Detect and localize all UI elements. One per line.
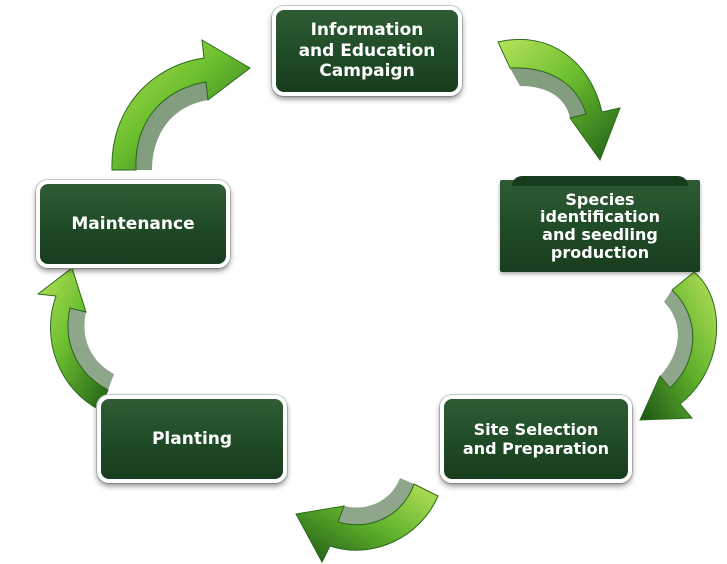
- step-label: Planting: [140, 429, 244, 449]
- step-label: Information and Education Campaign: [287, 20, 448, 81]
- label-line: Campaign: [319, 61, 415, 82]
- label-line: Planting: [151, 428, 233, 449]
- label-line: and seedling: [542, 225, 658, 244]
- step-maintenance: Maintenance: [36, 180, 230, 268]
- step-label: Maintenance: [59, 214, 206, 234]
- label-line: and Education: [298, 40, 436, 61]
- label-line: Maintenance: [71, 213, 195, 234]
- step-species-identification: Species identification and seedling prod…: [500, 176, 700, 272]
- label-line: Site Selection: [473, 419, 599, 439]
- step-information-education-campaign: Information and Education Campaign: [272, 6, 462, 96]
- curved-arrow-icon-2: [639, 271, 718, 421]
- label-line: Information: [310, 20, 424, 41]
- label-line: and Preparation: [462, 439, 610, 458]
- label-line: identification: [540, 207, 660, 227]
- curved-arrow-icon-5: [111, 39, 251, 171]
- curved-arrow-icon-4: [36, 267, 114, 411]
- box-cap: [512, 176, 688, 186]
- step-planting: Planting: [97, 395, 287, 483]
- step-label: Site Selection and Preparation: [451, 420, 621, 458]
- label-line: Species: [565, 189, 635, 209]
- curved-arrow-icon-3: [295, 478, 439, 564]
- step-label: Species identification and seedling prod…: [528, 191, 672, 261]
- label-line: production: [550, 242, 650, 262]
- step-site-selection-preparation: Site Selection and Preparation: [440, 395, 632, 483]
- curved-arrow-icon-1: [497, 38, 621, 162]
